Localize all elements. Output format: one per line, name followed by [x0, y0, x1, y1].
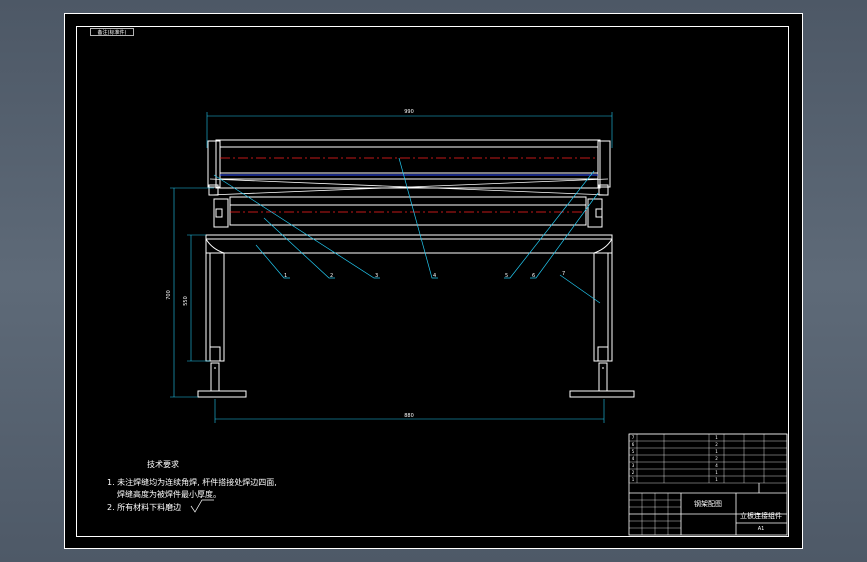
balloon-3: 3	[375, 273, 378, 279]
top-left-stamp: 备注(标准件)	[90, 28, 134, 36]
parts-cell: 1	[715, 470, 718, 475]
parts-list-text: 7 1 6 2 5 1 4 2 3 4 2 1 1 1	[632, 435, 719, 482]
lower-frame	[213, 196, 603, 228]
feet	[197, 362, 635, 398]
left-dimensions	[170, 187, 214, 398]
notes-line-1: 1. 未注焊缝均为连续角焊, 杆件搭接处焊边四面,	[107, 477, 277, 487]
parts-cell: 1	[715, 449, 718, 454]
cad-drawing: 备注(标准件) 990	[64, 13, 803, 549]
parts-cell: 6	[632, 442, 635, 447]
top-width-value: 990	[404, 109, 414, 115]
height-overall-value: 700	[166, 290, 172, 300]
part-name: 立板连接组件	[740, 511, 782, 520]
side-brackets	[208, 184, 609, 218]
legs	[205, 252, 613, 362]
diagonal-braces	[209, 178, 609, 196]
upper-frame	[207, 139, 611, 189]
parts-cell: 2	[715, 442, 718, 447]
drawing-title: 钢架配图	[694, 499, 722, 508]
balloon-5: 5	[505, 273, 508, 279]
parts-cell: 5	[632, 449, 635, 454]
parts-list-grid	[628, 433, 788, 484]
notes-line-1b: 焊缝高度为被焊件最小厚度。	[117, 489, 221, 499]
height-leg-value: 550	[183, 296, 189, 306]
balloon-1: 1	[284, 273, 287, 279]
balloon-2: 2	[330, 273, 333, 279]
surface-finish-symbol	[190, 499, 214, 513]
leader-lines	[213, 157, 601, 304]
parts-cell: 1	[715, 435, 718, 440]
inner-border	[76, 26, 789, 537]
balloon-4: 4	[433, 273, 436, 279]
parts-cell: 3	[632, 463, 635, 468]
bottom-width-dimension	[214, 399, 605, 423]
notes-line-2: 2. 所有材料下料磨边	[107, 502, 181, 512]
main-beam	[205, 234, 613, 254]
balloon-7: 7	[562, 271, 565, 277]
parts-cell: 2	[715, 456, 718, 461]
parts-cell: 4	[715, 463, 718, 468]
top-width-dimension	[206, 112, 613, 148]
stamp-text: 备注(标准件)	[98, 29, 127, 36]
parts-cell: 4	[632, 456, 635, 461]
parts-cell: 2	[632, 470, 635, 475]
title-block-lower-grid	[629, 493, 681, 535]
balloon-6: 6	[532, 273, 535, 279]
technical-notes: 技术要求 1. 未注焊缝均为连续角焊, 杆件搭接处焊边四面, 焊缝高度为被焊件最…	[107, 459, 277, 513]
drawing-canvas[interactable]: 备注(标准件) 990	[64, 13, 803, 549]
scale-label: A1	[758, 526, 765, 532]
notes-heading: 技术要求	[147, 459, 179, 469]
outer-border	[64, 13, 803, 549]
parts-cell: 7	[632, 435, 635, 440]
parts-cell: 1	[715, 477, 718, 482]
bottom-width-value: 880	[404, 413, 414, 419]
parts-cell: 1	[632, 477, 635, 482]
